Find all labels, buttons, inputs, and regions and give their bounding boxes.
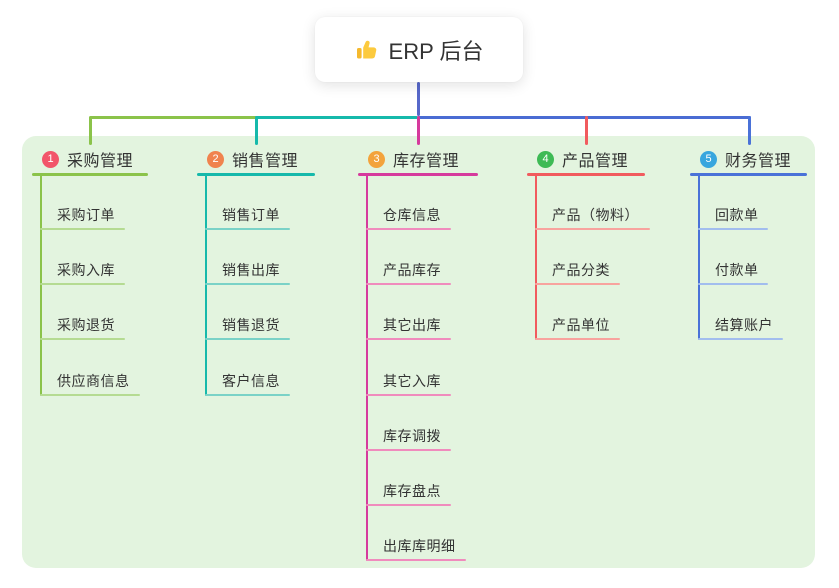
child-node-label[interactable]: 产品（物料） (552, 207, 639, 223)
branch-number-badge: 1 (42, 150, 59, 168)
child-node-label[interactable]: 仓库信息 (383, 207, 441, 223)
branch-title: 财务管理 (725, 153, 792, 170)
child-underline (205, 283, 290, 285)
child-node-label[interactable]: 产品库存 (383, 262, 441, 278)
child-underline (366, 228, 451, 230)
branch-header-1[interactable]: 1 采购管理 (42, 148, 133, 170)
child-underline (698, 283, 768, 285)
child-underline (40, 283, 125, 285)
child-node-label[interactable]: 库存盘点 (383, 483, 441, 499)
child-node-label[interactable]: 客户信息 (222, 373, 280, 389)
branch-number-badge: 4 (537, 150, 554, 168)
connector-drop (89, 116, 92, 145)
child-underline (366, 504, 451, 506)
branch-trunk-line (698, 173, 700, 340)
child-underline (698, 338, 783, 340)
connector-segment-left (90, 116, 258, 119)
child-underline (535, 228, 650, 230)
root-stem-line (417, 82, 420, 116)
branch-trunk-line (535, 173, 537, 340)
child-node-label[interactable]: 结算账户 (715, 317, 773, 333)
child-underline (205, 338, 290, 340)
root-node[interactable]: ERP 后台 (315, 17, 523, 82)
connector-drop (748, 116, 751, 145)
child-node-label[interactable]: 库存调拨 (383, 428, 441, 444)
child-underline (366, 559, 466, 561)
connector-drop (417, 116, 420, 145)
child-node-label[interactable]: 产品单位 (552, 317, 610, 333)
child-underline (366, 449, 451, 451)
connector-segment-mid (256, 116, 418, 119)
child-underline (535, 283, 620, 285)
branch-title: 产品管理 (562, 153, 629, 170)
child-node-label[interactable]: 采购退货 (57, 317, 115, 333)
child-node-label[interactable]: 其它入库 (383, 373, 441, 389)
branch-header-4[interactable]: 4 产品管理 (537, 148, 628, 170)
child-node-label[interactable]: 采购入库 (57, 262, 115, 278)
child-underline (40, 394, 140, 396)
branches-panel (22, 136, 815, 568)
child-node-label[interactable]: 产品分类 (552, 262, 610, 278)
branch-underline (527, 173, 645, 176)
child-node-label[interactable]: 供应商信息 (57, 373, 130, 389)
branch-number-badge: 3 (368, 150, 385, 168)
child-node-label[interactable]: 付款单 (715, 262, 759, 278)
child-underline (698, 228, 768, 230)
child-node-label[interactable]: 出库库明细 (383, 538, 456, 554)
child-node-label[interactable]: 销售退货 (222, 317, 280, 333)
thumbs-up-icon (356, 40, 376, 58)
child-node-label[interactable]: 回款单 (715, 207, 759, 223)
branch-trunk-line (366, 173, 368, 561)
child-underline (40, 338, 125, 340)
branch-underline (690, 173, 807, 176)
child-underline (205, 394, 290, 396)
connector-drop (585, 116, 588, 145)
child-underline (205, 228, 290, 230)
branch-title: 销售管理 (232, 153, 299, 170)
child-node-label[interactable]: 采购订单 (57, 207, 115, 223)
branch-underline (32, 173, 148, 176)
branch-header-5[interactable]: 5 财务管理 (700, 148, 791, 170)
child-node-label[interactable]: 其它出库 (383, 317, 441, 333)
child-node-label[interactable]: 销售出库 (222, 262, 280, 278)
child-underline (366, 394, 451, 396)
branch-underline (197, 173, 315, 176)
child-underline (535, 338, 620, 340)
child-node-label[interactable]: 销售订单 (222, 207, 280, 223)
branch-title: 库存管理 (393, 153, 460, 170)
branch-header-2[interactable]: 2 销售管理 (207, 148, 298, 170)
child-underline (366, 283, 451, 285)
connector-drop (255, 116, 258, 145)
branch-title: 采购管理 (67, 153, 134, 170)
connector-segment-right (418, 116, 751, 119)
branch-header-3[interactable]: 3 库存管理 (368, 148, 459, 170)
root-label: ERP 后台 (388, 38, 484, 64)
child-underline (366, 338, 451, 340)
branch-underline (358, 173, 478, 176)
branch-number-badge: 2 (207, 150, 224, 168)
branch-number-badge: 5 (700, 150, 717, 168)
child-underline (40, 228, 125, 230)
